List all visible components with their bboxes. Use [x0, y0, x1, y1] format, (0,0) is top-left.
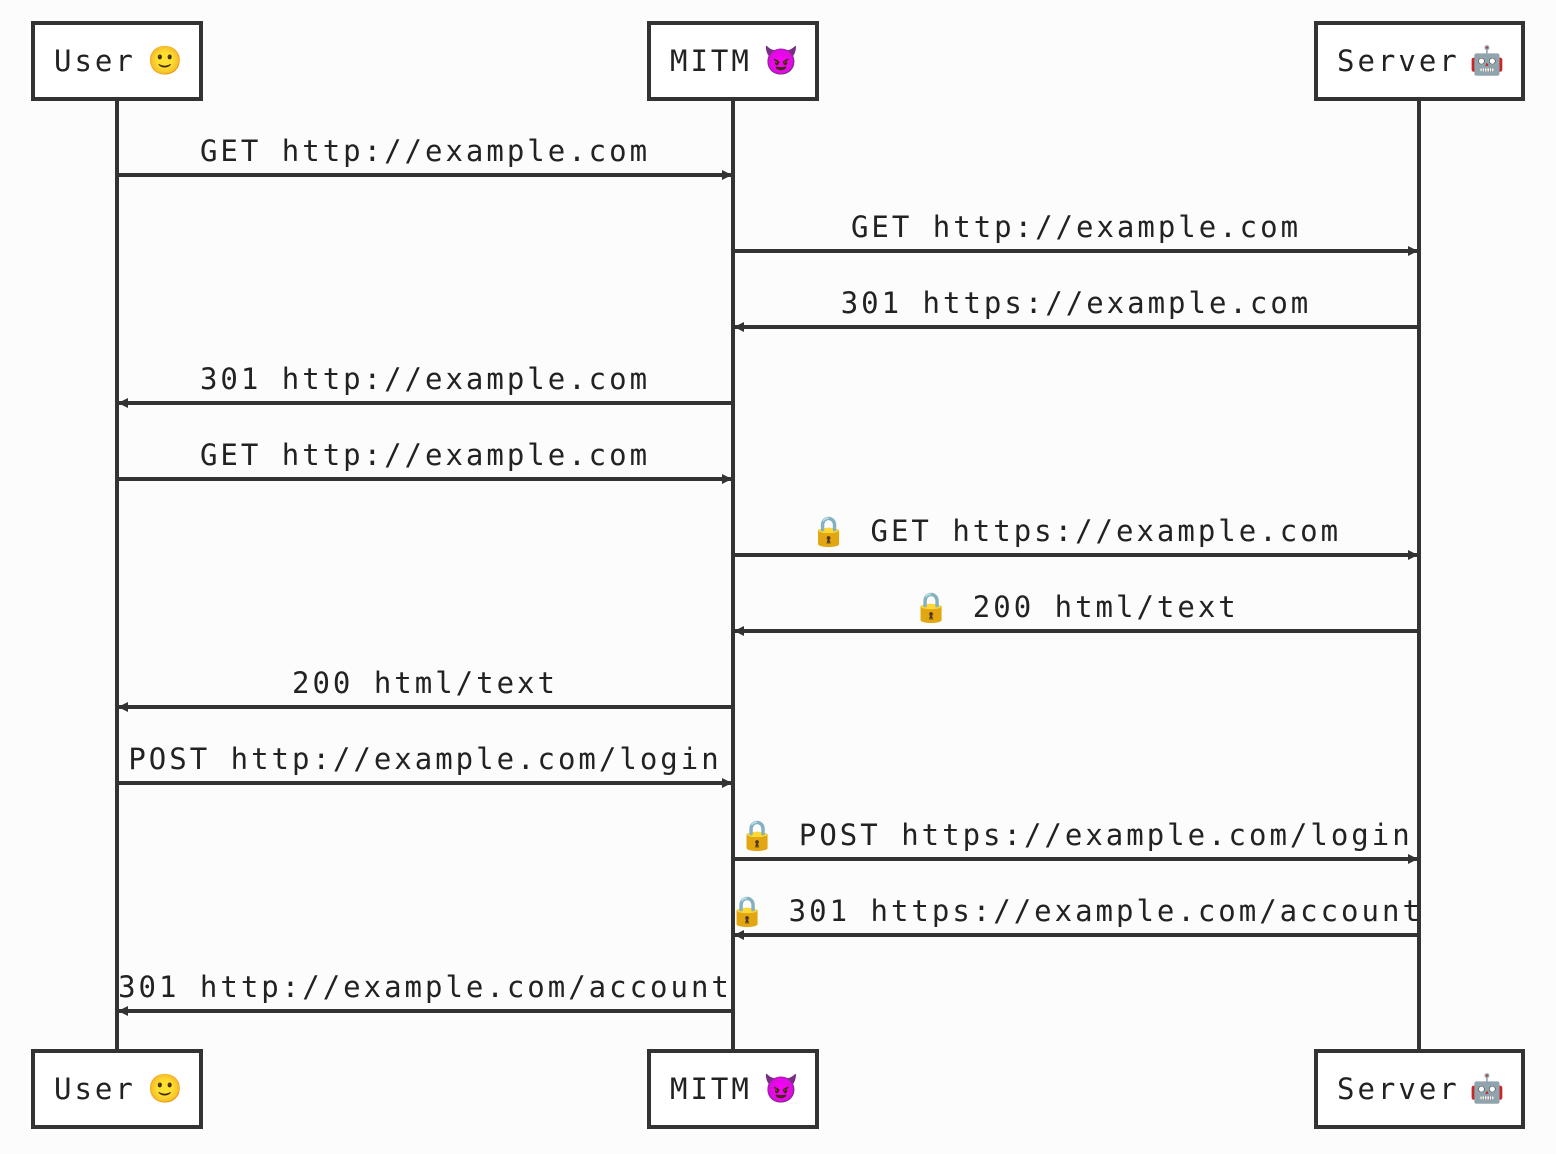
message-label: 🔒 200 html/text: [913, 590, 1239, 624]
message: GET http://example.com: [117, 438, 732, 484]
message-label: 🔒 GET https://example.com: [811, 514, 1341, 548]
message-label: 301 https://example.com: [841, 286, 1312, 320]
message-label: 301 http://example.com: [200, 362, 650, 396]
message-text: POST http://example.com/login: [128, 742, 721, 776]
actor-server-bottom: Server 🤖: [1314, 1049, 1525, 1129]
message-text: POST https://example.com/login: [799, 818, 1413, 852]
message-text: 301 https://example.com/account: [789, 894, 1423, 928]
message-text: 301 https://example.com: [841, 286, 1312, 320]
message-text: GET http://example.com: [851, 210, 1301, 244]
actor-server-top: Server 🤖: [1314, 21, 1525, 101]
actor-label: User: [54, 1072, 136, 1106]
lifelines: [115, 99, 1421, 1051]
padlock-icon: 🔒: [729, 894, 789, 928]
message-label: GET http://example.com: [200, 134, 650, 168]
message: POST http://example.com/login: [117, 742, 732, 788]
message: 301 https://example.com: [734, 286, 1419, 332]
actor-label: Server: [1337, 1072, 1460, 1106]
message-label: 301 http://example.com/account: [118, 970, 732, 1004]
padlock-icon: 🔒: [739, 818, 799, 852]
actor-user-top: User 🙂: [31, 21, 203, 101]
message-text: GET https://example.com: [871, 514, 1342, 548]
actor-box: [1314, 21, 1525, 101]
message-text: 200 html/text: [973, 590, 1239, 624]
message-text: 301 http://example.com/account: [118, 970, 732, 1004]
message: 🔒 301 https://example.com/account: [729, 894, 1423, 940]
actor-box: [1314, 1049, 1525, 1129]
message-label: GET http://example.com: [851, 210, 1301, 244]
actor-label: Server: [1337, 44, 1460, 78]
message: 301 http://example.com: [118, 362, 733, 408]
message: 200 html/text: [118, 666, 733, 712]
actor-box: [31, 21, 203, 101]
actor-user-bottom: User 🙂: [31, 1049, 203, 1129]
message-text: GET http://example.com: [200, 134, 650, 168]
actor-label: User: [54, 44, 136, 78]
actor-label: MITM: [670, 44, 752, 78]
slightly-smiling-face-icon: 🙂: [148, 1072, 183, 1105]
message: 🔒 200 html/text: [734, 590, 1419, 636]
actor-box: [647, 1049, 819, 1129]
message-text: 301 http://example.com: [200, 362, 650, 396]
message: GET http://example.com: [733, 210, 1418, 256]
message: 301 http://example.com/account: [118, 970, 733, 1016]
message: 🔒 POST https://example.com/login: [733, 818, 1418, 864]
actor-mitm-bottom: MITM 😈: [647, 1049, 819, 1129]
smiling-devil-icon: 😈: [764, 1072, 799, 1105]
actor-box: [31, 1049, 203, 1129]
robot-icon: 🤖: [1470, 1072, 1505, 1105]
message: GET http://example.com: [117, 134, 732, 180]
message-text: 200 html/text: [292, 666, 558, 700]
actor-mitm-top: MITM 😈: [647, 21, 819, 101]
padlock-icon: 🔒: [913, 590, 973, 624]
message-text: GET http://example.com: [200, 438, 650, 472]
message-label: GET http://example.com: [200, 438, 650, 472]
message-label: POST http://example.com/login: [128, 742, 721, 776]
robot-icon: 🤖: [1470, 44, 1505, 77]
smiling-devil-icon: 😈: [764, 44, 799, 77]
slightly-smiling-face-icon: 🙂: [148, 44, 183, 77]
message-label: 200 html/text: [292, 666, 558, 700]
message-label: 🔒 301 https://example.com/account: [729, 894, 1423, 928]
padlock-icon: 🔒: [811, 514, 871, 548]
message-label: 🔒 POST https://example.com/login: [739, 818, 1412, 852]
actor-label: MITM: [670, 1072, 752, 1106]
actor-box: [647, 21, 819, 101]
actors: User 🙂 User 🙂 MITM 😈 MITM 😈 Server 🤖 Server 🤖: [31, 21, 1525, 1129]
message: 🔒 GET https://example.com: [733, 514, 1418, 560]
